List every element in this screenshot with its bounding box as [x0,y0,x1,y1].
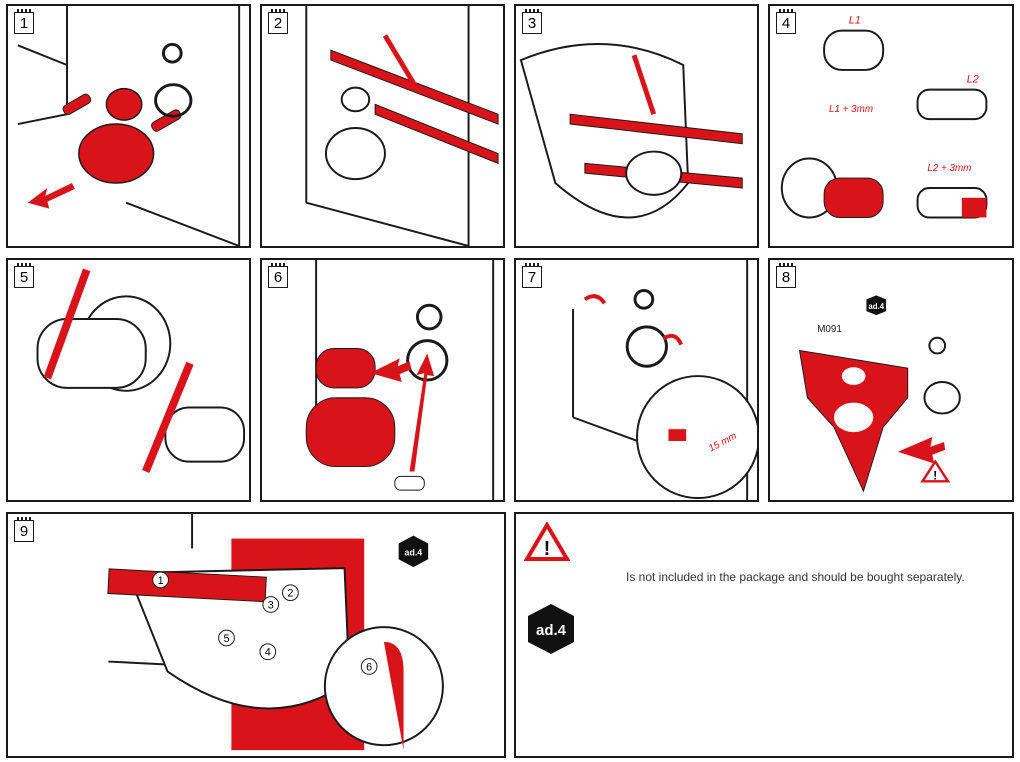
step-1-illustration [17,6,241,246]
callout-3: 3 [268,599,274,611]
l1-label: L1 [849,15,861,27]
svg-text:!: ! [544,538,551,560]
step-9-illustration: ad.4 1 2 3 4 5 6 [107,514,444,751]
l1-plus-label: L1 + 3mm [829,104,873,115]
ad4-label: ad.4 [536,622,567,639]
step-7-illustration: 15 mm [572,260,757,500]
step-6-illustration [305,260,495,500]
step-number: 9 [14,517,34,542]
step-9-panel: 9 ad.4 1 2 3 4 5 6 [6,512,506,758]
step-6-panel: 6 [260,258,505,502]
callout-6: 6 [366,661,372,673]
l2-label: L2 [967,74,979,86]
ad4-badge: ad.4 [868,302,884,311]
step-3-panel: 3 [514,4,759,248]
callout-1: 1 [158,575,164,587]
warning-icon: ! [524,522,570,561]
legend-note: Is not included in the package and shoul… [626,570,965,584]
step-number: 4 [776,9,796,34]
step-4-illustration: L1 L2 L1 + 3mm L2 + 3mm [780,15,988,219]
step-8-panel: 8 M091 ad.4 ! [768,258,1014,502]
step-7-panel: 7 15 mm [514,258,759,502]
legend-panel: ! Is not included in the package and sho… [514,512,1014,758]
callout-2: 2 [287,588,293,600]
step-number: 7 [522,263,542,288]
step-number: 2 [268,9,288,34]
ad4-badge: ad.4 [405,547,423,557]
step-5-panel: 5 [6,258,251,502]
step-5-illustration [36,268,246,473]
step-number: 3 [522,9,542,34]
step-2-panel: 2 [260,4,505,248]
step-number: 6 [268,263,288,288]
callout-5: 5 [223,633,229,645]
l2-plus-label: L2 + 3mm [927,163,971,174]
callout-4: 4 [265,647,271,659]
step-1-panel: 1 [6,4,251,248]
step-2-illustration [305,6,499,246]
step-number: 8 [776,263,796,288]
step-4-panel: 4 L1 L2 L1 + 3mm L2 + 3mm [768,4,1014,248]
step-8-illustration: M091 ad.4 ! [798,295,961,493]
ad4-hex-icon: ad.4 [528,604,574,654]
svg-text:!: ! [933,468,937,482]
part-code-label: M091 [817,324,842,335]
step-3-illustration [519,43,743,219]
step-number: 5 [14,263,34,288]
step-number: 1 [14,9,34,34]
